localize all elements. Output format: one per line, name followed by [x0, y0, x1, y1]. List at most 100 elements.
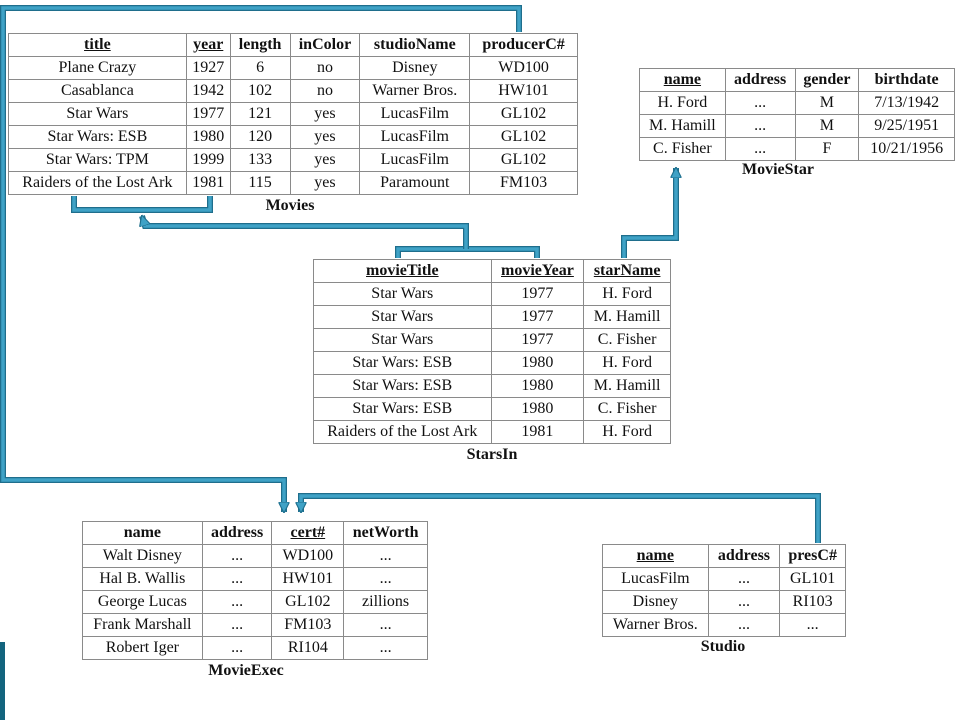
table-cell: RI104 [271, 636, 345, 660]
table-cell: HW101 [271, 567, 345, 591]
table-cell: LucasFilm [359, 102, 471, 126]
table-cell: 102 [229, 79, 291, 103]
table-cell: 7/13/1942 [858, 91, 955, 115]
column-header-movietitle: movieTitle [313, 259, 492, 283]
column-header-length: length [229, 33, 291, 57]
table-cell: 1980 [490, 351, 585, 375]
table-row: Frank Marshall...FM103... [82, 613, 428, 637]
table-cell: GL102 [469, 102, 578, 126]
table-cell: C. Fisher [583, 328, 671, 352]
column-header-incolor: inColor [289, 33, 361, 57]
table-cell: Walt Disney [82, 544, 203, 568]
table-cell: ... [201, 544, 273, 568]
table-cell: Disney [602, 590, 709, 614]
table-header-row: title year length inColor studioName pro… [8, 33, 578, 57]
table-cell: yes [289, 148, 361, 172]
table-cell: yes [289, 171, 361, 195]
table-cell: GL102 [271, 590, 345, 614]
table-cell: 1977 [185, 102, 231, 126]
column-header-name: name [639, 68, 726, 92]
table-row: Robert Iger...RI104... [82, 636, 428, 660]
table-cell: LucasFilm [359, 148, 471, 172]
table-cell: Robert Iger [82, 636, 203, 660]
table-cell: Frank Marshall [82, 613, 203, 637]
table-cell: LucasFilm [602, 567, 709, 591]
table-cell: ... [201, 567, 273, 591]
table-cell: GL101 [779, 567, 846, 591]
column-header-name: name [82, 521, 203, 545]
column-header-address: address [724, 68, 796, 92]
table-cell: 1942 [185, 79, 231, 103]
table-cell: C. Fisher [583, 397, 671, 421]
table-cell: Raiders of the Lost Ark [8, 171, 187, 195]
table-cell: no [289, 56, 361, 80]
table-cell: Star Wars: ESB [313, 374, 492, 398]
column-header-year: year [185, 33, 231, 57]
table-header-row: name address gender birthdate [639, 68, 955, 92]
table-cell: 1980 [490, 374, 585, 398]
table-cell: M [794, 91, 860, 115]
column-header-address: address [707, 544, 781, 568]
table-cell: Star Wars [313, 305, 492, 329]
table-cell: ... [343, 544, 428, 568]
column-header-presc: presC# [779, 544, 846, 568]
table-cell: zillions [343, 590, 428, 614]
table-cell: ... [201, 636, 273, 660]
table-cell: ... [201, 613, 273, 637]
moviestar-table: name address gender birthdate H. Ford...… [639, 68, 955, 161]
table-row: Hal B. Wallis...HW101... [82, 567, 428, 591]
column-header-studioname: studioName [359, 33, 471, 57]
table-cell: 1927 [185, 56, 231, 80]
table-cell: C. Fisher [639, 137, 726, 161]
table-cell: FM103 [469, 171, 578, 195]
table-cell: 1977 [490, 328, 585, 352]
table-row: Walt Disney...WD100... [82, 544, 428, 568]
movieexec-table: name address cert# netWorth Walt Disney.… [82, 521, 428, 660]
table-cell: ... [201, 590, 273, 614]
table-cell: Warner Bros. [359, 79, 471, 103]
table-cell: ... [724, 137, 796, 161]
table-cell: Star Wars: TPM [8, 148, 187, 172]
table-cell: 6 [229, 56, 291, 80]
table-header-row: name address presC# [602, 544, 846, 568]
table-cell: M [794, 114, 860, 138]
table-cell: Hal B. Wallis [82, 567, 203, 591]
slide-accent-bar [0, 642, 5, 720]
table-cell: H. Ford [583, 351, 671, 375]
table-cell: Raiders of the Lost Ark [313, 420, 492, 444]
table-cell: Star Wars: ESB [313, 397, 492, 421]
table-cell: Warner Bros. [602, 613, 709, 637]
column-header-address: address [201, 521, 273, 545]
column-header-cert: cert# [271, 521, 345, 545]
column-header-title: title [8, 33, 187, 57]
table-cell: 1977 [490, 305, 585, 329]
table-cell: ... [343, 567, 428, 591]
table-header-row: movieTitle movieYear starName [313, 259, 671, 283]
arrow-starname-to-moviestar [621, 168, 676, 258]
table-cell: ... [724, 91, 796, 115]
table-cell: GL102 [469, 148, 578, 172]
table-cell: Plane Crazy [8, 56, 187, 80]
column-header-movieyear: movieYear [490, 259, 585, 283]
table-cell: FM103 [271, 613, 345, 637]
table-cell: Paramount [359, 171, 471, 195]
table-cell: yes [289, 102, 361, 126]
table-header-row: name address cert# netWorth [82, 521, 428, 545]
table-cell: Star Wars: ESB [313, 351, 492, 375]
table-cell: 1977 [490, 282, 585, 306]
movies-caption: Movies [265, 197, 315, 214]
table-cell: ... [343, 636, 428, 660]
table-cell: 120 [229, 125, 291, 149]
